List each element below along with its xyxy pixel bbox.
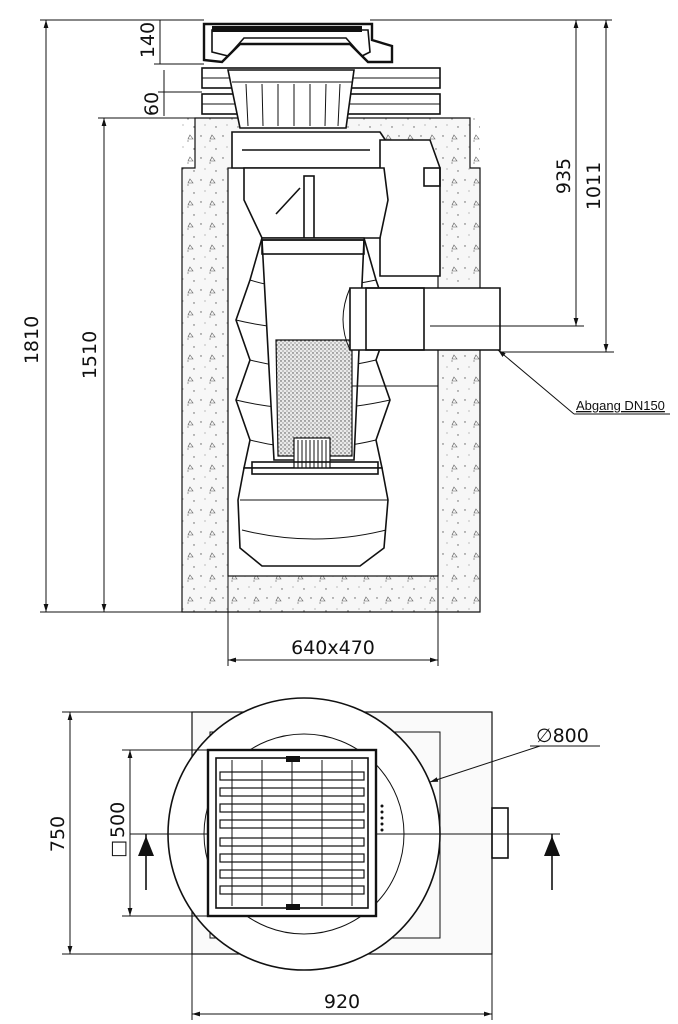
svg-text:∅800: ∅800 [536,725,589,747]
manhole-cover [202,22,394,64]
dim-label-750: 750 [47,816,69,852]
dim-label-920: 920 [324,991,360,1013]
grate [206,748,384,918]
dim-1011: 1011 [500,20,614,353]
outlet-label: Abgang DN150 [576,398,665,413]
svg-text:□500: □ 500 [107,802,129,858]
dim-label-1510: 1510 [79,331,101,379]
dim-500: □ 500 [107,749,208,917]
outlet-leader: Abgang DN150 [497,349,670,415]
dim-label-140: 140 [137,22,159,58]
filter-insert [261,239,365,475]
dim-label-640x470: 640x470 [291,637,375,659]
dim-1810: 1810 [21,19,204,613]
dim-label-800: 800 [553,725,589,747]
section-arrow-right [544,834,560,890]
dim-60: 60 [141,70,202,116]
dim-140: 140 [137,20,204,65]
dim-800: ∅800 [429,725,600,783]
dim-750: 750 [47,711,192,955]
outlet-stub [491,807,509,859]
dim-label-60: 60 [141,92,163,116]
sump-base [237,461,389,567]
diameter-symbol: ∅ [536,725,553,747]
section-view: 1810 1510 140 60 935 1011 [21,19,670,666]
dim-935: 935 [370,19,612,327]
dim-1510: 1510 [79,117,200,612]
square-symbol: □ [107,840,129,858]
outlet-pipe [342,287,501,351]
shaft-neck [231,131,441,277]
dim-label-500: 500 [107,802,129,838]
dim-920: 920 [191,954,493,1020]
section-arrow-left [138,834,154,890]
dim-label-1810: 1810 [21,316,43,364]
dirt-basket [227,69,355,129]
plan-view: 750 □ 500 ∅800 [47,697,600,1020]
dim-label-935: 935 [553,158,575,194]
dim-640x470: 640x470 [227,576,439,666]
dim-label-1011: 1011 [583,162,605,210]
upper-chamber [243,167,389,247]
